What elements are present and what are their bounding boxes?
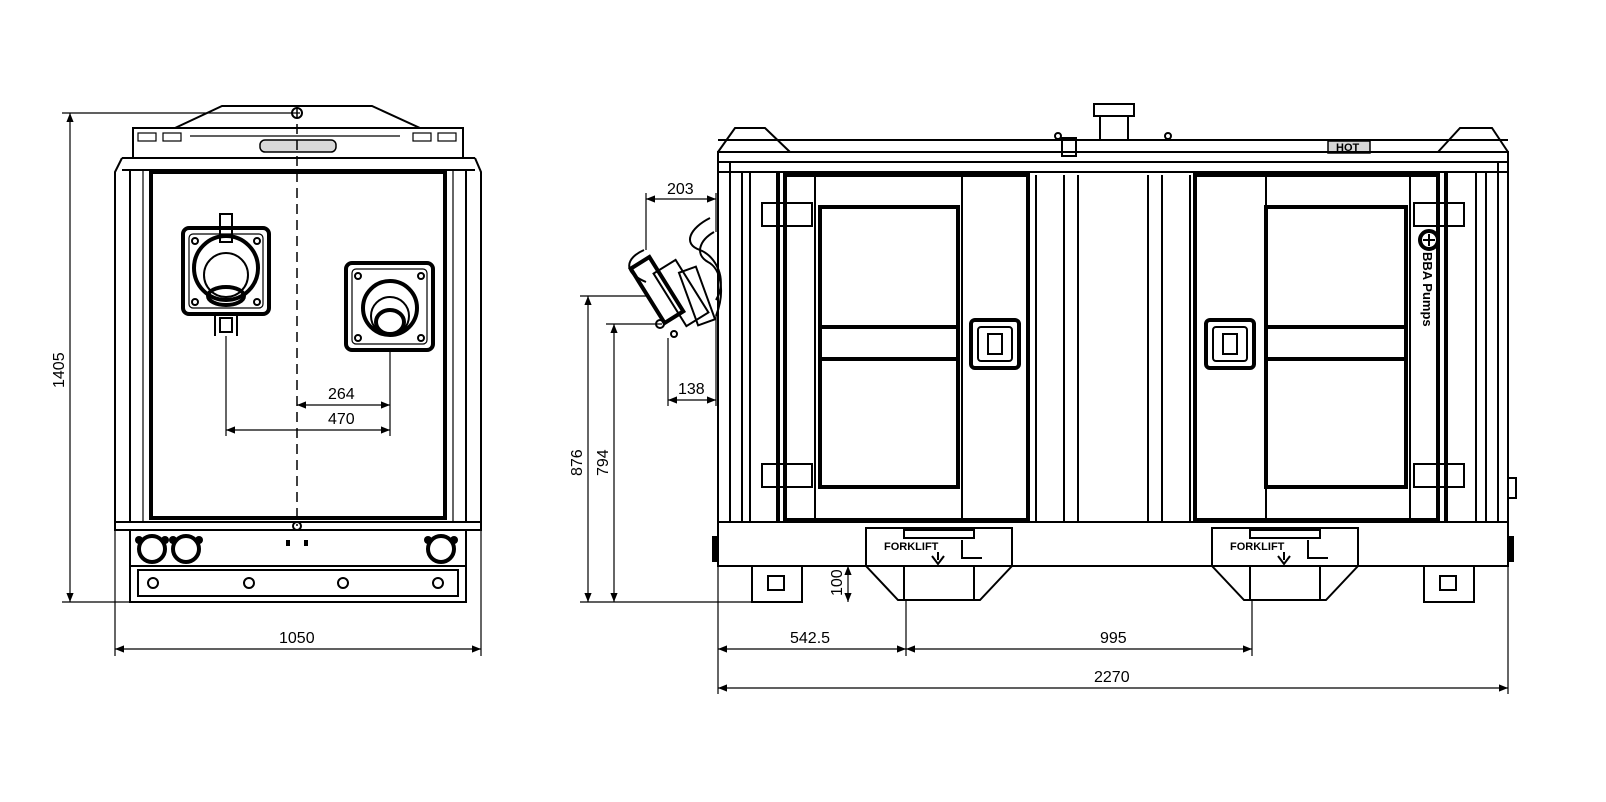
dim-front-width: 1050 bbox=[279, 630, 315, 647]
dim-socket-470: 470 bbox=[328, 411, 355, 428]
dim-forklift-100: 100 bbox=[829, 569, 846, 596]
dim-front-height: 1405 bbox=[51, 352, 68, 388]
dim-hose-138: 138 bbox=[678, 381, 705, 398]
brand-logo-text: BBA Pumps bbox=[1420, 252, 1435, 327]
dim-total-length: 2270 bbox=[1094, 669, 1130, 686]
forklift-label-right: FORKLIFT bbox=[1230, 541, 1285, 553]
dim-forklift-spacing: 995 bbox=[1100, 630, 1127, 647]
dim-hose-203: 203 bbox=[667, 181, 694, 198]
dimension-lines: 1405 1050 264 470 203 138 876 794 bbox=[51, 112, 1509, 694]
dim-socket-264: 264 bbox=[328, 386, 355, 403]
front-view bbox=[114, 105, 482, 603]
forklift-label-left: FORKLIFT bbox=[884, 541, 939, 553]
side-view: HOT bbox=[627, 103, 1517, 603]
dim-height-794: 794 bbox=[595, 449, 612, 476]
dim-forklift-offset: 542.5 bbox=[790, 630, 830, 647]
dim-height-876: 876 bbox=[569, 449, 586, 476]
